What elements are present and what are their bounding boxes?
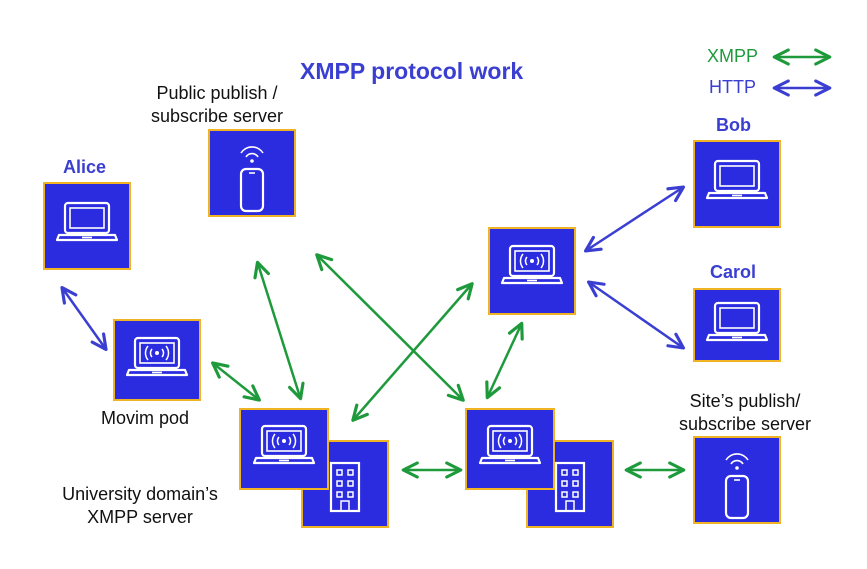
site-pubsub-label-line1: Site’s publish/ (689, 391, 801, 411)
diagram-title: XMPP protocol work (300, 58, 524, 84)
university-label-line2: XMPP server (87, 507, 193, 527)
university-xmpp-server-node (239, 408, 389, 528)
arrow-central-bob (583, 185, 686, 253)
public-pubsub-server-node (208, 129, 296, 217)
movim-pod-label: Movim pod (101, 408, 190, 428)
arrow-siteserver-central (485, 321, 524, 400)
site-pubsub-server-node (693, 436, 781, 524)
bob-laptop-node (693, 140, 781, 228)
university-label: University domain’s XMPP server (40, 483, 240, 529)
arrow-university-central (351, 282, 474, 422)
xmpp-connections (211, 253, 686, 479)
site-pubsub-label: Site’s publish/ subscribe server (660, 390, 830, 436)
alice-label: Alice (63, 157, 107, 177)
public-server-label-line1: Public publish / (156, 83, 278, 103)
site-pubsub-label-line2: subscribe server (678, 414, 812, 434)
site-server-node (465, 408, 614, 528)
central-server-node (488, 227, 576, 315)
carol-label: Carol (710, 262, 757, 282)
university-label-line1: University domain’s (62, 484, 218, 504)
arrow-movim-university (211, 361, 261, 402)
carol-laptop-node (693, 288, 781, 362)
legend-xmpp-label: XMPP (707, 46, 759, 66)
arrow-central-carol (586, 280, 686, 350)
public-server-label: Public publish / subscribe server (132, 82, 302, 128)
legend-http-label: HTTP (709, 77, 756, 97)
public-server-label-line2: subscribe server (150, 106, 284, 126)
arrow-publicserver-university (253, 260, 305, 401)
arrow-alice-movim (60, 285, 108, 352)
bob-label: Bob (716, 115, 751, 135)
alice-laptop-node (43, 182, 131, 270)
http-connections (60, 185, 686, 352)
movim-pod-node (113, 319, 201, 401)
